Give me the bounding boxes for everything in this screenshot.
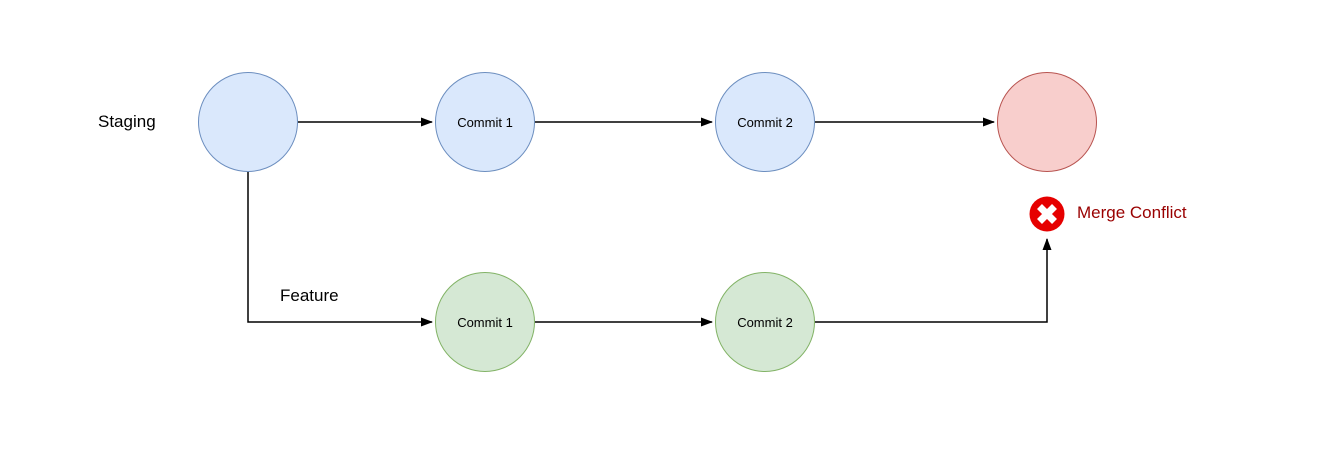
node-label: Commit 2: [737, 314, 793, 330]
node-label: Commit 1: [457, 314, 513, 330]
node-staging-commit2: Commit 2: [715, 72, 815, 172]
node-staging-start: [198, 72, 298, 172]
node-feature-commit1: Commit 1: [435, 272, 535, 372]
merge-conflict-label: Merge Conflict: [1077, 203, 1187, 222]
node-label: Commit 2: [737, 114, 793, 130]
edge-staging-start-to-feature-commit1: [247, 172, 433, 327]
edge-feature-commit2-to-error: [815, 238, 1052, 323]
staging-branch-label: Staging: [98, 112, 156, 131]
node-label: Commit 1: [457, 114, 513, 130]
node-feature-commit2: Commit 2: [715, 272, 815, 372]
node-staging-commit1: Commit 1: [435, 72, 535, 172]
node-merge-result: [997, 72, 1097, 172]
feature-branch-label: Feature: [280, 286, 339, 305]
error-icon: [1029, 196, 1065, 232]
